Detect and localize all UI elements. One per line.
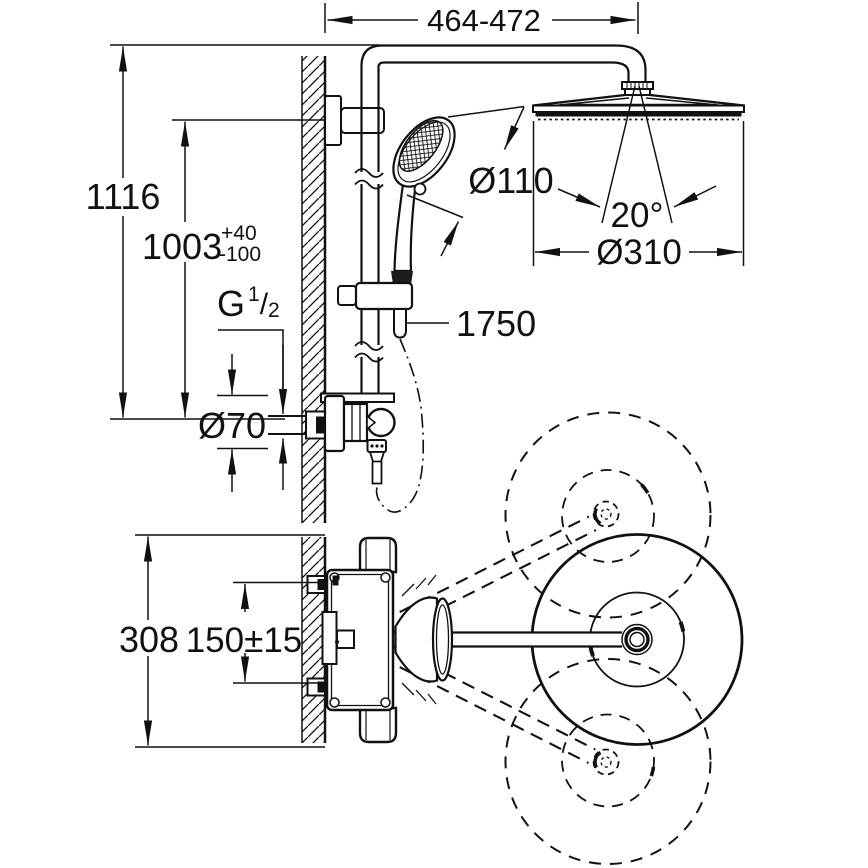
dim-label-escutcheon: Ø70 <box>198 405 266 446</box>
hand-shower-handle <box>393 179 418 273</box>
wall-hatch <box>302 56 325 523</box>
valve-body <box>342 402 369 443</box>
hand-shower <box>391 116 456 288</box>
front-view: 464-472 1116 1003 +40 -100 G1/2 <box>86 2 745 523</box>
dim-connection-distance: 150±15 <box>186 581 322 684</box>
dim-label-total-height: 1116 <box>86 176 161 217</box>
dim-hand-shower-diameter: Ø110 <box>406 105 554 257</box>
dim-body-width: 308 <box>119 534 325 748</box>
top-view: 308 150±15 <box>119 411 744 865</box>
swivel-range-lower <box>380 643 712 865</box>
cartridge-top <box>321 611 338 665</box>
head-shower-rim <box>532 104 745 113</box>
dim-head-shower-diameter: Ø310 <box>532 121 745 272</box>
dim-label-hand-shower: Ø110 <box>468 160 553 201</box>
dim-hose-length: 1750 <box>407 303 536 344</box>
rail-break-lower <box>354 341 386 363</box>
wall-section-front <box>301 56 327 523</box>
dim-rail-height: 1003 +40 -100 <box>142 119 325 418</box>
rail-break-upper <box>354 168 386 190</box>
dim-label-body-width: 308 <box>119 619 179 660</box>
dim-label-rail-tol-plus: +40 <box>221 222 257 245</box>
hand-shower-spray-face <box>398 119 444 172</box>
swivel-range-upper <box>380 411 712 636</box>
dim-label-connection-distance: 150±15 <box>186 621 303 660</box>
escutcheon <box>323 394 346 453</box>
hand-shower-head <box>392 116 456 188</box>
dim-arm-projection: 464-472 <box>324 2 639 38</box>
hand-shower-holder <box>337 281 414 339</box>
thermostat-shelf <box>320 392 395 403</box>
head-shower <box>532 81 745 121</box>
shower-rail-and-arm <box>354 44 647 394</box>
dim-spray-angle: 20° <box>557 85 717 235</box>
dim-escutcheon-diameter: Ø70 <box>198 354 268 492</box>
dim-total-height: 1116 <box>86 44 380 420</box>
rail-wall-bracket <box>324 95 385 146</box>
dim-label-rail-height: 1003 <box>142 226 222 267</box>
dim-label-rail-tol-minus: -100 <box>219 243 261 266</box>
thermostat-front <box>268 394 396 485</box>
dim-label-arm-projection: 464-472 <box>427 3 541 38</box>
dim-label-spray-angle: 20° <box>611 196 664 235</box>
dim-label-hose-length: 1750 <box>456 303 536 344</box>
head-shower-spray-face <box>535 112 742 117</box>
handle-left-top <box>358 536 398 574</box>
handle-right-top <box>358 706 398 744</box>
dim-label-head-shower: Ø310 <box>596 233 682 272</box>
hand-shower-pivot <box>413 182 427 196</box>
thermostat-top <box>306 536 398 744</box>
holder-hose-connector <box>393 308 407 339</box>
